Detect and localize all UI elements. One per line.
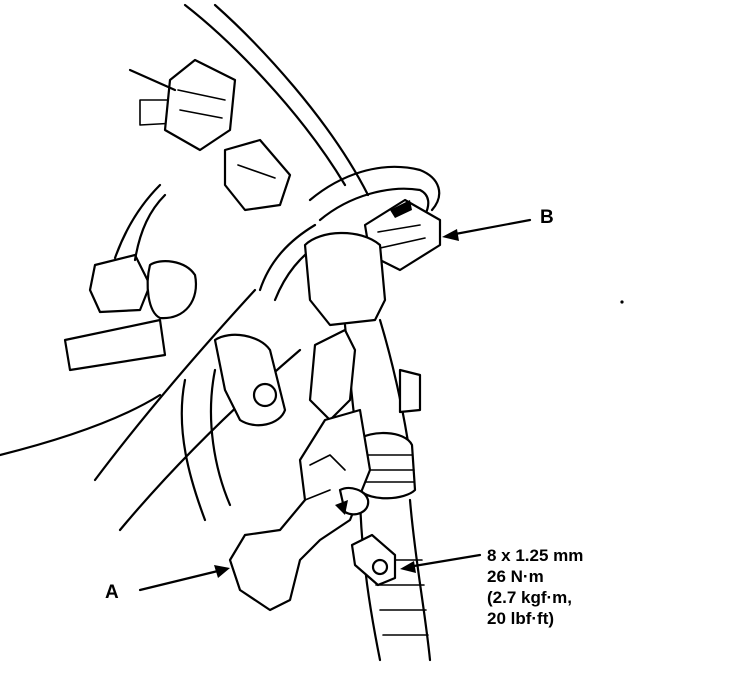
mount-boss — [213, 333, 287, 427]
bolt — [350, 533, 397, 587]
bolt-spec: 8 x 1.25 mm 26 N·m (2.7 kgf·m, 20 lbf·ft… — [487, 545, 583, 629]
torque-lbfft: 20 lbf·ft) — [487, 609, 555, 628]
bracket-a — [228, 328, 372, 612]
wire-harness — [303, 231, 432, 662]
callout-arrows — [138, 218, 532, 592]
torque-kgfm: (2.7 kgf·m, — [487, 588, 573, 607]
label-a: A — [105, 582, 119, 603]
side-connector — [88, 183, 198, 320]
bolt-size: 8 x 1.25 mm — [487, 546, 584, 565]
harness-clip — [398, 368, 422, 414]
upper-connector-middle — [223, 138, 292, 212]
left-pipe — [63, 318, 232, 522]
label-b: B — [540, 207, 554, 228]
torque-nm: 26 N·m — [487, 567, 544, 586]
upper-connector-left — [128, 58, 237, 152]
speck — [620, 300, 624, 304]
